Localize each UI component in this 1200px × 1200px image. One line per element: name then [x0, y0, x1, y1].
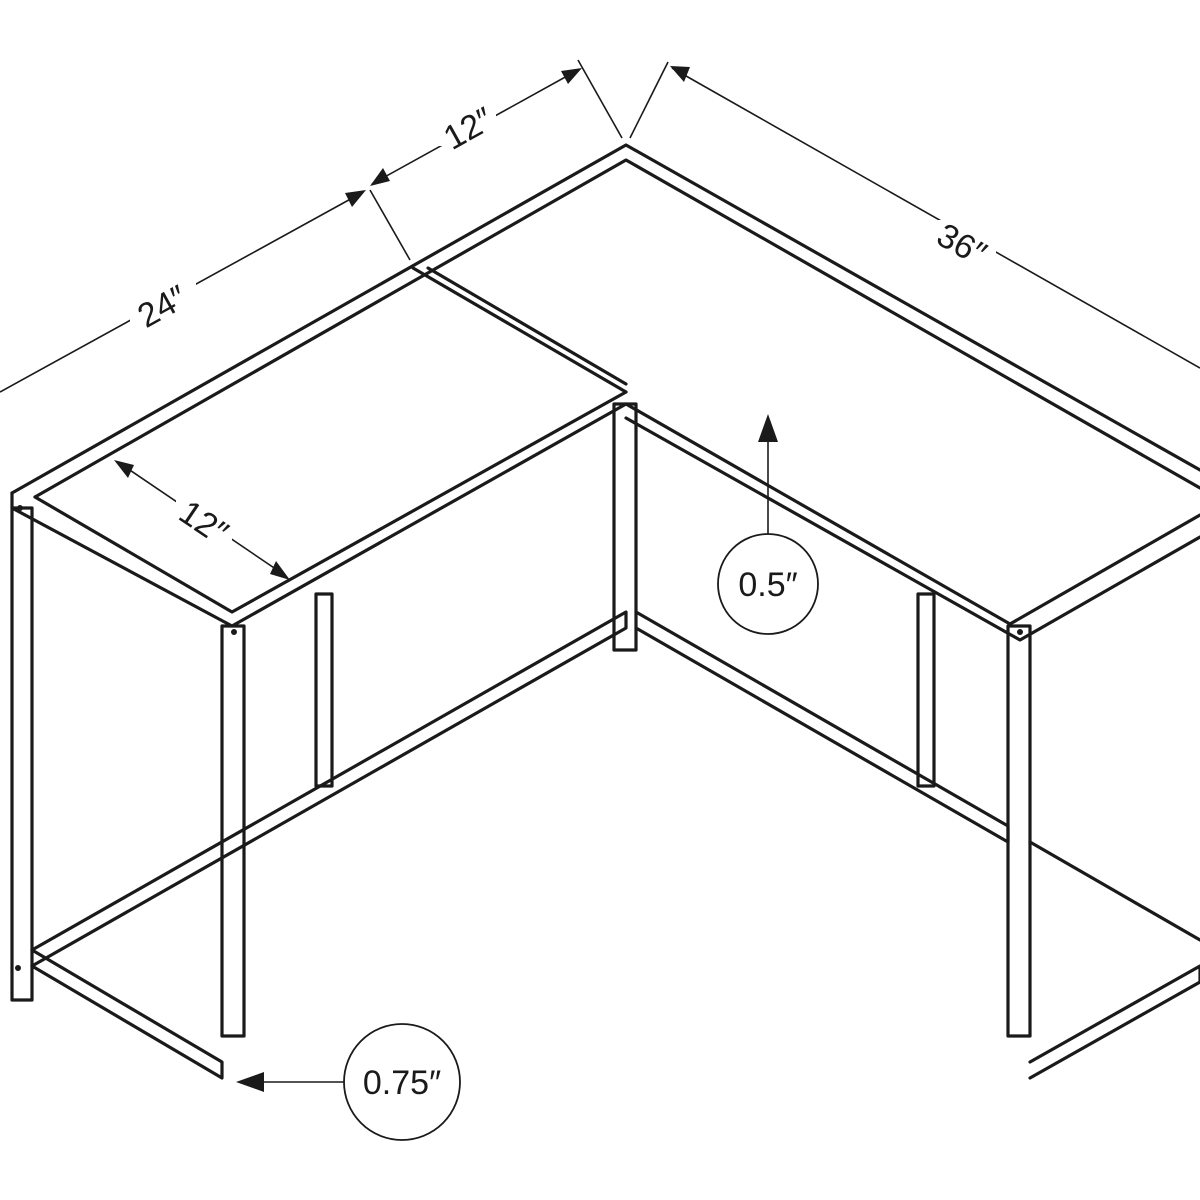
label-bg-12-inner [176, 500, 232, 540]
desk-frame [10, 143, 1200, 1080]
left-lower-stretcher [30, 610, 628, 968]
dim-inner-arrow-top [114, 460, 134, 478]
desktop-outer-edge [10, 143, 1200, 495]
leg-inner-corner [612, 402, 638, 652]
dim-12-top-arrow-left [370, 168, 390, 186]
callout-tube-width-circle [343, 1023, 461, 1141]
right-lower-side [1028, 964, 1200, 1080]
ext-line-corner-b [629, 61, 669, 139]
right-wing-mid-post [916, 592, 936, 788]
leader-top-thickness-arrow [758, 414, 778, 442]
leg-right-front [1006, 624, 1032, 1038]
ext-line-notch [369, 189, 411, 261]
dim-36-line [671, 67, 1200, 369]
screw-front-corner [231, 629, 237, 635]
screw-left-bottom [15, 965, 21, 971]
callout-top-thickness-circle [717, 533, 819, 635]
dimension-lines [0, 59, 1200, 1092]
screws [15, 505, 1023, 971]
screw-left-top [17, 505, 23, 511]
leg-left-front [10, 506, 34, 1002]
ext-line-corner-a [577, 59, 623, 139]
desktop-seam-inner [426, 266, 628, 386]
left-wing-front-edge [10, 402, 628, 628]
left-lower-side [30, 948, 224, 1080]
left-wing-front-edge-inner [33, 390, 628, 614]
callout-tube-width: 0.75″ [343, 1023, 461, 1141]
right-wing-inner-edge-inner [624, 416, 1200, 642]
callout-top-thickness-text: 0.5″ [738, 566, 797, 604]
label-bg-36 [924, 220, 996, 262]
left-wing-mid-post [314, 592, 334, 788]
dim-24-arrowhead [345, 190, 366, 207]
leader-tube-width-arrow [236, 1072, 264, 1092]
desktop-outer-edge-inner [33, 158, 1200, 499]
dim-inner-arrow-bottom [270, 561, 290, 580]
desktop-seam [411, 266, 628, 394]
callout-tube-width-text: 0.75″ [363, 1064, 441, 1102]
label-bg-12-top [430, 104, 496, 146]
right-wing-inner-edge [624, 402, 1200, 626]
dim-36-arrowhead [670, 66, 690, 82]
screw-right-front [1017, 629, 1023, 635]
label-bg-24 [130, 282, 196, 324]
right-lower-return [1028, 840, 1200, 942]
right-lower-stretcher [634, 610, 1010, 844]
dim-12-top-arrow-right [561, 68, 582, 84]
dimension-labels: 24″ 12″ 36″ 12″ [130, 100, 996, 553]
callout-top-thickness: 0.5″ [717, 533, 819, 635]
